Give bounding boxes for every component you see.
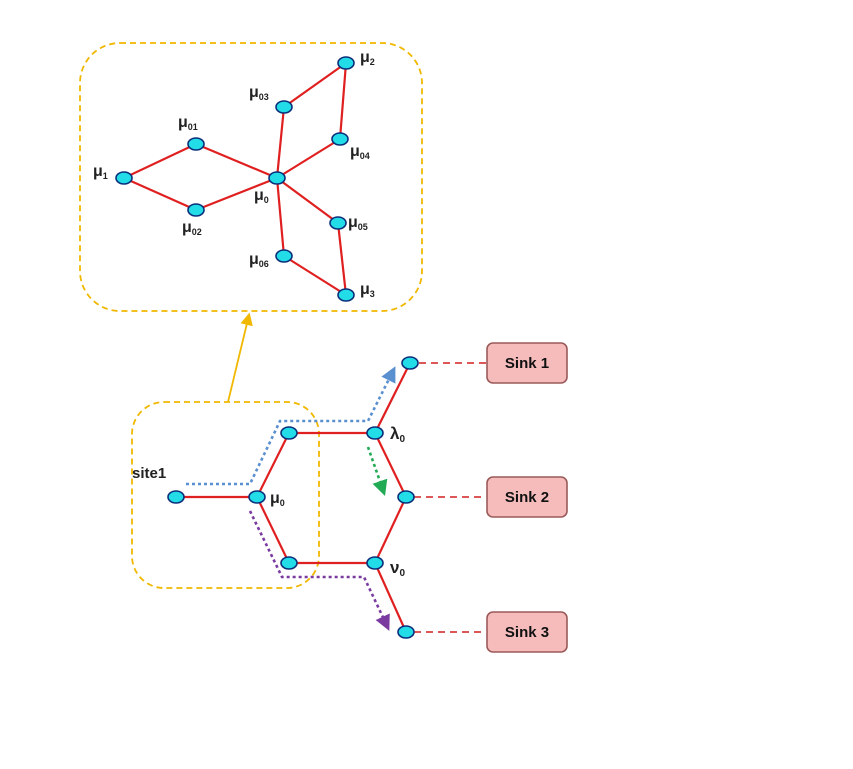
sink-3-label: Sink 3 — [505, 624, 549, 641]
inset-nodes — [115, 56, 355, 302]
edge-mu0-top — [256, 432, 290, 498]
flow-path-blue — [186, 366, 396, 486]
sink-1: Sink 1 — [486, 342, 568, 384]
inset-edge-mu0-mu06 — [275, 177, 286, 257]
inset-edges — [123, 62, 348, 296]
sink-1-box — [486, 342, 568, 384]
sink-1-label: Sink 1 — [505, 355, 549, 372]
inset-node-mu05 — [329, 216, 347, 230]
inset-edge-mu05-mu3 — [336, 222, 348, 296]
inset-node-mu3 — [337, 288, 355, 302]
node-sink2-entry — [397, 490, 415, 504]
zoom-region-frame — [131, 401, 320, 589]
inset-label-mu03: μ03 — [249, 84, 269, 102]
node-sink3-entry — [397, 625, 415, 639]
inset-node-mu2 — [337, 56, 355, 70]
node-lambda0 — [366, 426, 384, 440]
network-labels: site1 μ0 λ0 ν0 — [132, 424, 405, 579]
flow-path-green — [366, 446, 388, 496]
inset-node-mu04 — [331, 132, 349, 146]
edge-nu0-sinknode2 — [374, 496, 407, 564]
inset-labels: μ1 μ01 μ02 μ0 μ03 μ2 μ04 μ05 μ06 μ3 — [93, 49, 375, 299]
inset-label-mu05: μ05 — [348, 214, 368, 232]
inset-label-mu04: μ04 — [350, 143, 370, 161]
network-nodes — [167, 356, 419, 639]
inset-edge-mu02-mu0 — [195, 176, 278, 212]
inset-node-mu0 — [268, 171, 286, 185]
sink-2: Sink 2 — [486, 476, 568, 518]
label-lambda0: λ0 — [390, 424, 405, 445]
node-site1 — [167, 490, 185, 504]
inset-label-mu1: μ1 — [93, 163, 108, 181]
inset-label-mu06: μ06 — [249, 251, 269, 269]
node-top-left — [280, 426, 298, 440]
node-mu0 — [248, 490, 266, 504]
network-edges — [176, 362, 411, 633]
zoom-arrow — [227, 312, 253, 403]
inset-label-mu0: μ0 — [254, 187, 269, 205]
inset-edge-mu01-mu0 — [195, 142, 278, 180]
inset-node-mu1 — [115, 171, 133, 185]
inset-edge-mu1-mu01 — [123, 143, 197, 179]
label-nu0: ν0 — [390, 558, 405, 579]
inset-label-mu02: μ02 — [182, 219, 202, 237]
node-sink1-entry — [401, 356, 419, 370]
inset-label-mu2: μ2 — [360, 49, 375, 67]
flow-path-purple — [248, 510, 390, 631]
inset-label-mu3: μ3 — [360, 281, 375, 299]
edge-lambda0-sinknode2 — [374, 432, 407, 498]
inset-edge-mu0-mu05 — [276, 177, 339, 224]
inset-node-mu02 — [187, 203, 205, 217]
inset-node-mu03 — [275, 100, 293, 114]
inset-frame — [79, 42, 423, 312]
inset-edge-mu04-mu0 — [276, 138, 341, 179]
inset-edge-mu2-mu04 — [338, 62, 348, 140]
sink-links — [414, 362, 486, 633]
inset-label-mu01: μ01 — [178, 114, 198, 132]
label-mu0: μ0 — [270, 490, 285, 508]
inset-edge-mu1-mu02 — [123, 176, 197, 212]
sink-2-box — [486, 476, 568, 518]
sink-2-label: Sink 2 — [505, 489, 549, 506]
node-bottom-left — [280, 556, 298, 570]
label-site1: site1 — [132, 465, 166, 482]
node-nu0 — [366, 556, 384, 570]
sink-3: Sink 3 — [486, 611, 568, 653]
inset-edge-mu06-mu3 — [283, 255, 347, 296]
edge-mu0-bottom — [256, 496, 290, 564]
inset-node-mu01 — [187, 137, 205, 151]
edge-nu0-sinknode3 — [373, 562, 408, 633]
inset-edge-mu0-mu03 — [275, 106, 286, 179]
inset-edge-mu03-mu2 — [283, 62, 347, 108]
edge-lambda0-sinknode1 — [374, 362, 411, 434]
sink-3-box — [486, 611, 568, 653]
inset-node-mu06 — [275, 249, 293, 263]
